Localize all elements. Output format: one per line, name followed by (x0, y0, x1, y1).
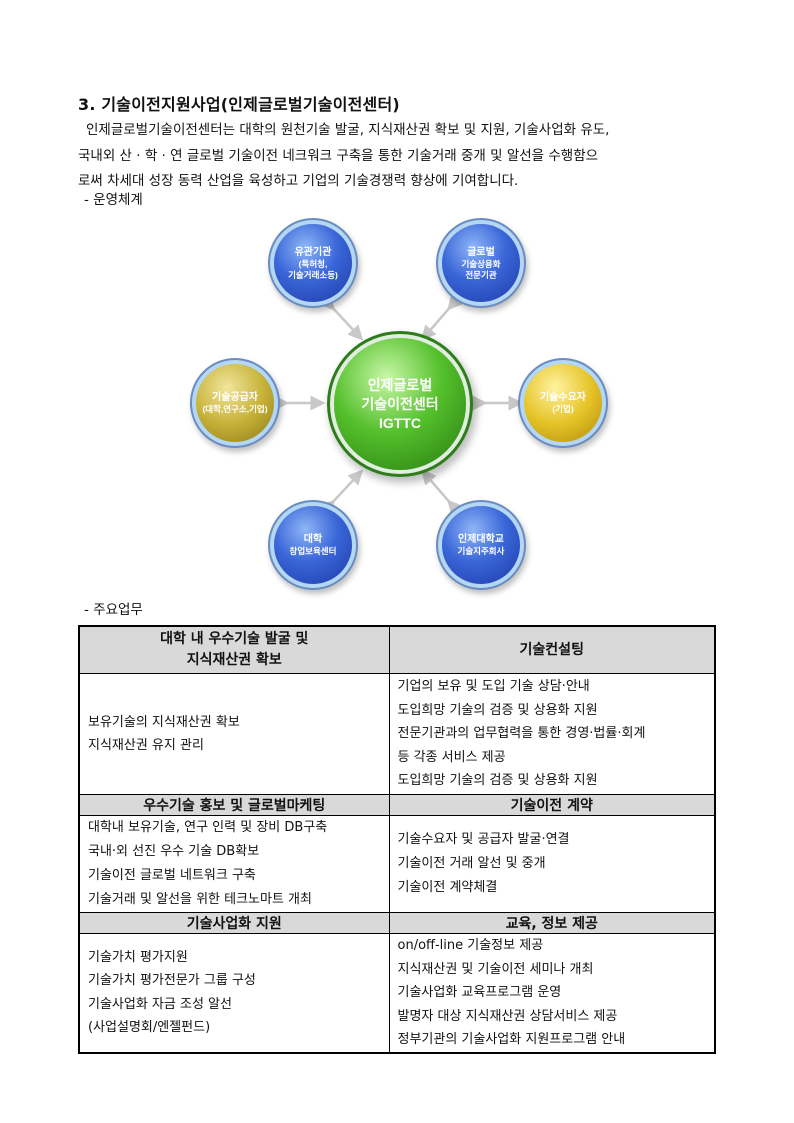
node-title: 대학 (303, 534, 323, 545)
cell-line: 지식재산권 유지 관리 (88, 738, 204, 753)
table-row: 대학내 보유기술, 연구 인력 및 장비 DB구축 국내·외 선진 우수 기술 … (78, 815, 716, 913)
table-row: 기술가치 평가지원 기술가치 평가전문가 그룹 구성 기술사업화 자금 조성 알… (78, 933, 716, 1053)
arrow-bottom-right (421, 469, 463, 516)
table-cell: 기술가치 평가지원 기술가치 평가전문가 그룹 구성 기술사업화 자금 조성 알… (78, 933, 390, 1053)
table-cell: 대학내 보유기술, 연구 인력 및 장비 DB구축 국내·외 선진 우수 기술 … (78, 815, 390, 913)
intro-line: 로써 차세대 성장 동력 산업을 육성하고 기업의 기술경쟁력 향상에 기여합니… (78, 173, 519, 189)
cell-line: 기업의 보유 및 도입 기술 상담·안내 (397, 679, 590, 695)
node-title: 인제대학교 (458, 534, 504, 545)
cell-line: 전문기관과의 업무협력을 통한 경영·법률·회계 (397, 726, 646, 742)
diagram-arrows (274, 294, 524, 516)
cell-line: 대학내 보유기술, 연구 인력 및 장비 DB구축 (88, 820, 328, 835)
cell-line: 국내·외 선진 우수 기술 DB확보 (88, 844, 260, 859)
node-detail: 창업보육센터 (289, 546, 337, 556)
arrow-bottom-left (319, 469, 364, 516)
header-line: 지식재산권 확보 (186, 652, 282, 668)
node-tech-supplier: 기술공급자 (대학,연구소,기업) (196, 364, 274, 442)
node-detail: (대학,연구소,기업) (202, 404, 268, 414)
cell-line: 기술가치 평가지원 (88, 949, 188, 965)
table-header-row: 우수기술 홍보 및 글로벌마케팅 기술이전 계약 (78, 794, 716, 816)
intro-line: 인제글로벌기술이전센터는 대학의 원천기술 발굴, 지식재산권 확보 및 지원,… (86, 122, 610, 138)
center-title-line: IGTTC (379, 414, 421, 431)
table-header-row: 대학 내 우수기술 발굴 및 지식재산권 확보 기술컨설팅 (78, 625, 716, 674)
cell-line: 기술사업화 교육프로그램 운영 (397, 985, 562, 1000)
table-header-cell: 기술이전 계약 (388, 794, 716, 816)
cell-line: (사업설명회/엔젤펀드) (88, 1020, 211, 1036)
header-line: 대학 내 우수기술 발굴 및 (160, 631, 309, 647)
table-header-cell: 기술사업화 지원 (78, 912, 390, 934)
table-row: 보유기술의 지식재산권 확보 지식재산권 유지 관리 기업의 보유 및 도입 기… (78, 673, 716, 795)
cell-line: 등 각종 서비스 제공 (397, 749, 506, 765)
cell-line: 발명자 대상 지식재산권 상담서비스 제공 (397, 1008, 618, 1024)
table-header-cell: 우수기술 홍보 및 글로벌마케팅 (78, 794, 390, 816)
cell-line: 기술이전 거래 알선 및 중개 (397, 856, 546, 871)
node-detail: 기술상용화 (461, 258, 501, 269)
node-detail: 전문기관 (465, 269, 497, 280)
node-related-agencies: 유관기관 (특허청, 기술거래소등) (274, 224, 352, 302)
table-header-cell: 교육, 정보 제공 (388, 912, 716, 934)
cell-line: on/off-line 기술정보 제공 (397, 938, 544, 953)
arrow-top-right (421, 294, 463, 341)
table-cell: on/off-line 기술정보 제공 지식재산권 및 기술이전 세미나 개최 … (388, 933, 716, 1053)
table-header-cell: 기술컨설팅 (388, 625, 716, 674)
intro-paragraph: 인제글로벌기술이전센터는 대학의 원천기술 발굴, 지식재산권 확보 및 지원,… (78, 118, 718, 195)
cell-line: 정부기관의 기술사업화 지원프로그램 안내 (397, 1032, 626, 1047)
node-startup-incubator: 대학 창업보육센터 (274, 506, 352, 584)
node-title: 유관기관 (294, 246, 332, 258)
cell-line: 기술이전 계약체결 (397, 880, 498, 895)
center-title-line: 인제글로벌 (367, 376, 433, 393)
section-heading: 3. 기술이전지원사업(인제글로벌기술이전센터) (78, 95, 400, 114)
cell-line: 기술수요자 및 공급자 발굴·연결 (397, 832, 570, 847)
subheading-operation: - 운영체계 (84, 192, 143, 208)
cell-line: 기술가치 평가전문가 그룹 구성 (88, 973, 256, 989)
table-cell: 기업의 보유 및 도입 기술 상담·안내 도입희망 기술의 검증 및 상용화 지… (388, 673, 716, 795)
table-cell: 보유기술의 지식재산권 확보 지식재산권 유지 관리 (78, 673, 390, 795)
subheading-main-tasks: - 주요업무 (84, 602, 143, 618)
cell-line: 기술거래 및 알선을 위한 테크노마트 개최 (88, 892, 312, 907)
table-header-row: 기술사업화 지원 교육, 정보 제공 (78, 912, 716, 934)
node-detail: (기업) (552, 404, 574, 414)
node-detail: 기술지주회사 (457, 546, 505, 556)
cell-line: 기술이전 글로벌 네트워크 구축 (88, 868, 256, 883)
node-title: 글로벌 (467, 246, 495, 258)
cell-line: 도입희망 기술의 검증 및 상용화 지원 (397, 773, 598, 789)
node-tech-demander: 기술수요자 (기업) (524, 364, 602, 442)
arrow-top-left (319, 294, 364, 341)
node-global-commercialization: 글로벌 기술상용화 전문기관 (442, 224, 520, 302)
node-tech-holding-company: 인제대학교 기술지주회사 (442, 506, 520, 584)
table-header-cell: 대학 내 우수기술 발굴 및 지식재산권 확보 (78, 625, 390, 674)
cell-line: 기술사업화 자금 조성 알선 (88, 996, 232, 1012)
intro-line: 국내외 산 · 학 · 연 글로벌 기술이전 네크워크 구축을 통한 기술거래 … (78, 147, 599, 164)
cell-line: 지식재산권 및 기술이전 세미나 개최 (397, 961, 594, 977)
cell-line: 보유기술의 지식재산권 확보 (88, 714, 240, 730)
center-title-line: 기술이전센터 (361, 395, 439, 412)
node-title: 기술수요자 (540, 392, 586, 403)
node-center-igttc: 인제글로벌 기술이전센터 IGTTC (334, 338, 466, 470)
node-title: 기술공급자 (212, 392, 258, 403)
node-detail: (특허청, (298, 258, 328, 269)
cell-line: 도입희망 기술의 검증 및 상용화 지원 (397, 702, 598, 718)
node-detail: 기술거래소등) (288, 269, 338, 280)
main-tasks-table: 대학 내 우수기술 발굴 및 지식재산권 확보 기술컨설팅 보유기술의 지식재산… (78, 625, 716, 1054)
operation-diagram: 유관기관 (특허청, 기술거래소등) 글로벌 기술상용화 전문기관 기술공급자 … (190, 210, 602, 590)
table-cell: 기술수요자 및 공급자 발굴·연결 기술이전 거래 알선 및 중개 기술이전 계… (388, 815, 716, 913)
